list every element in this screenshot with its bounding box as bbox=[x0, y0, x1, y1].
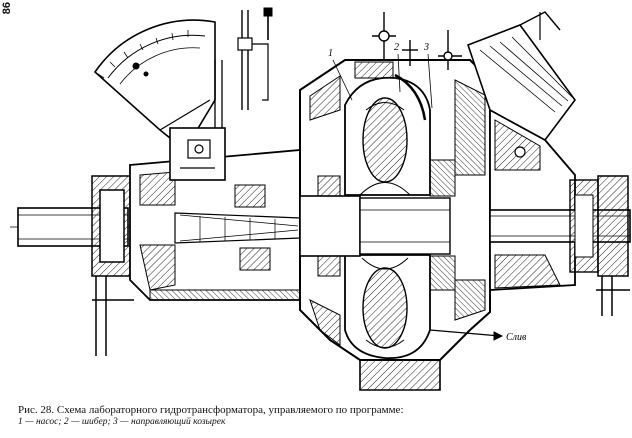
control-rod bbox=[237, 7, 273, 110]
callout-2: 2 bbox=[394, 42, 399, 53]
shutter-valves bbox=[354, 12, 462, 79]
servo-motor-cylinder bbox=[466, 11, 576, 142]
left-support-frame bbox=[91, 175, 134, 356]
caption-legend: 1 — насос; 2 — шибер; 3 — направляющий к… bbox=[18, 417, 226, 427]
base-drain bbox=[359, 329, 504, 391]
right-inclined-housing bbox=[489, 108, 576, 291]
central-hub bbox=[299, 159, 456, 291]
figure-caption: Рис. 28. Схема лабораторного гидротрансф… bbox=[18, 404, 618, 427]
torque-converter-drawing: 1 2 3 Слив bbox=[10, 7, 631, 391]
left-gear-housing bbox=[129, 149, 301, 301]
callout-leaders bbox=[332, 53, 433, 109]
right-support-frame bbox=[596, 175, 630, 316]
program-sector-quadrant bbox=[93, 19, 216, 152]
callout-3: 3 bbox=[423, 42, 429, 53]
upper-torus-blades bbox=[344, 73, 431, 196]
caption-title: Рис. 28. Схема лабораторного гидротрансф… bbox=[18, 404, 404, 416]
callout-1: 1 bbox=[328, 48, 333, 59]
drain-label: Слив bbox=[506, 332, 527, 343]
rocker-lever bbox=[169, 60, 226, 181]
lower-torus-blades bbox=[344, 254, 431, 359]
